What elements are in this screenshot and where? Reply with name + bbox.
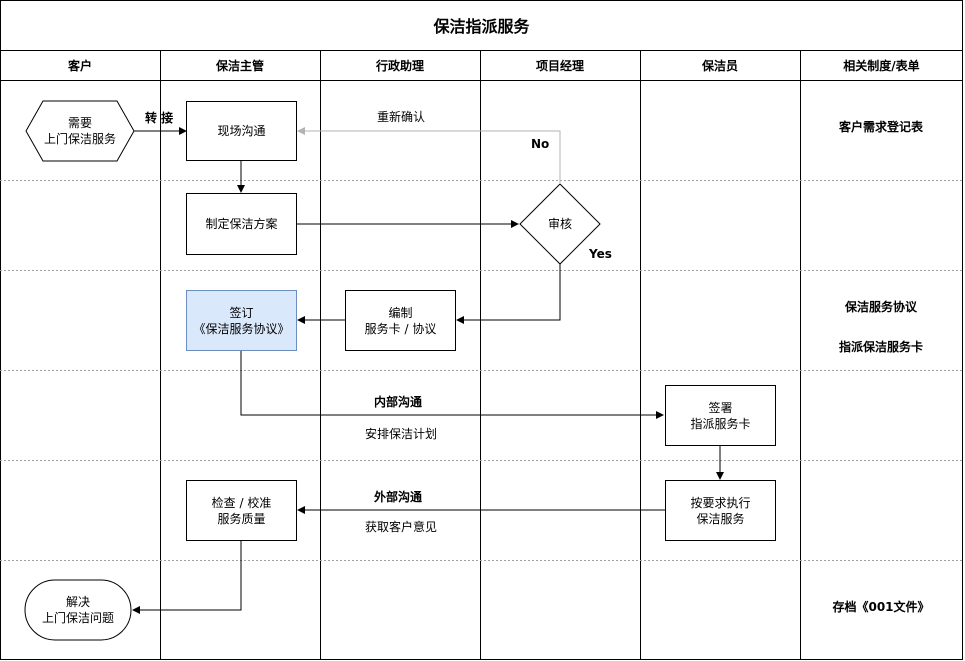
edge-label-transfer: 转 接 — [145, 111, 174, 125]
lane-header-cleaning-supervisor: 保洁主管 — [215, 58, 264, 73]
edge-inspect-end — [132, 540, 242, 614]
edge-label-internal-comm: 内部沟通 — [374, 395, 423, 409]
diagram-title: 保洁指派服务 — [433, 17, 530, 36]
form-service-agreement: 保洁服务协议 — [844, 300, 917, 314]
node-review-label: 审核 — [547, 217, 572, 231]
node-start-label: 需要 上门保洁服务 — [43, 116, 116, 146]
end-terminator — [24, 579, 132, 641]
node-onsite-communication: 现场沟通 — [186, 101, 297, 161]
form-service-card: 指派保洁服务卡 — [838, 340, 923, 354]
node-make-plan: 制定保洁方案 — [186, 193, 297, 255]
node-sign-service-card: 签署 指派服务卡 — [665, 385, 776, 446]
lane-header-customer: 客户 — [67, 58, 92, 73]
form-archive: 存档《001文件》 — [832, 600, 930, 614]
lane-header-project-manager: 项目经理 — [535, 58, 584, 73]
node-compile-card-agreement: 编制 服务卡 / 协议 — [345, 290, 456, 351]
edge-label-reconfirm: 重新确认 — [377, 110, 426, 124]
lane-header-admin-assistant: 行政助理 — [375, 58, 424, 73]
edge-review-compile — [456, 264, 561, 324]
edge-label-yes: Yes — [589, 247, 612, 261]
lane-header-forms: 相关制度/表单 — [843, 58, 920, 73]
form-demand-registration: 客户需求登记表 — [838, 120, 923, 134]
edge-label-external-comm: 外部沟通 — [374, 490, 423, 504]
node-execute-service: 按要求执行 保洁服务 — [665, 480, 776, 541]
lane-header-cleaner: 保洁员 — [701, 58, 738, 73]
edge-review-no-onsite — [297, 127, 561, 184]
node-sign-agreement: 签订 《保洁服务协议》 — [186, 290, 297, 351]
edge-sign-card — [240, 350, 664, 419]
node-inspect-quality: 检查 / 校准 服务质量 — [186, 480, 297, 541]
edge-label-no: No — [531, 137, 550, 151]
edge-label-get-feedback: 获取客户意见 — [365, 520, 438, 534]
edge-label-arrange-plan: 安排保洁计划 — [365, 427, 438, 441]
start-hexagon — [25, 100, 135, 162]
node-end-label: 解决 上门保洁问题 — [41, 595, 114, 625]
